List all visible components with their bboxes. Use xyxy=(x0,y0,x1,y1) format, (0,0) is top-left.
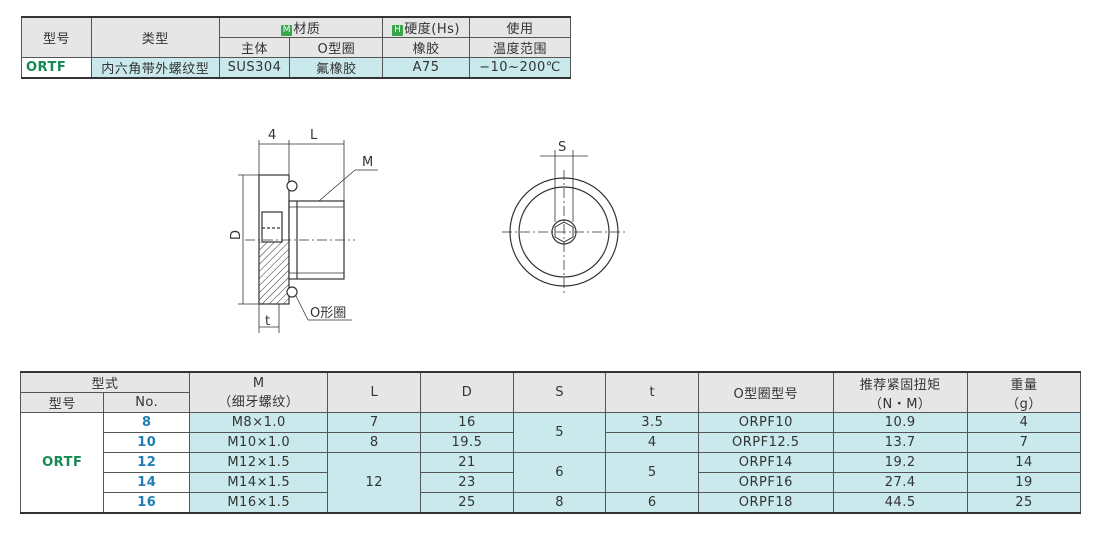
spec-model-cell: ORTF xyxy=(21,57,92,79)
header-form: 型式 xyxy=(19,371,191,393)
header-model: 型号 xyxy=(19,392,105,413)
header-torque-label: 推荐紧固扭矩 xyxy=(859,377,941,393)
spec-body-cell: SUS304 xyxy=(218,57,291,79)
spec-header-temp-1: 使用 xyxy=(469,16,571,38)
spec-header-hardness-label: 硬度(Hs) xyxy=(404,22,460,37)
technical-drawing: 4 L M D t O形圈 S xyxy=(229,128,626,333)
no-cell: 14 xyxy=(103,472,191,493)
spec-header-type: 类型 xyxy=(90,16,220,58)
oring-cell: ORPF18 xyxy=(698,492,834,514)
weight-cell: 14 xyxy=(966,452,1082,473)
l-cell: 12 xyxy=(327,452,422,514)
label-M: M xyxy=(362,155,373,170)
s-cell: 6 xyxy=(512,452,607,493)
spec-temp-cell: −10~200℃ xyxy=(469,57,571,79)
d-cell: 23 xyxy=(420,472,514,493)
label-D: D xyxy=(229,230,244,240)
weight-cell: 19 xyxy=(966,472,1082,493)
model-cell: ORTF xyxy=(19,412,105,514)
weight-cell: 7 xyxy=(966,432,1082,453)
spec-header-temp-2: 温度范围 xyxy=(469,37,571,58)
torque-cell: 44.5 xyxy=(832,492,968,514)
header-M-label: M xyxy=(252,375,265,391)
oring-cell: ORPF14 xyxy=(698,452,834,473)
spec-hardness-cell: A75 xyxy=(382,57,471,79)
header-S: S xyxy=(512,371,607,413)
m-cell: M8×1.0 xyxy=(189,412,329,433)
torque-cell: 19.2 xyxy=(832,452,968,473)
l-cell: 8 xyxy=(327,432,422,453)
torque-cell: 10.9 xyxy=(832,412,968,433)
header-M-sub: （细牙螺纹） xyxy=(218,394,300,410)
m-cell: M16×1.5 xyxy=(189,492,329,514)
d-cell: 19.5 xyxy=(420,432,514,453)
material-tag-icon: M xyxy=(281,25,293,36)
label-4: 4 xyxy=(268,128,276,143)
no-cell: 8 xyxy=(103,412,191,433)
spec-header-body: 主体 xyxy=(218,37,291,58)
m-cell: M10×1.0 xyxy=(189,432,329,453)
l-cell: 7 xyxy=(327,412,422,433)
header-torque-unit: （N・M） xyxy=(868,396,932,412)
m-cell: M12×1.5 xyxy=(189,452,329,473)
torque-cell: 27.4 xyxy=(832,472,968,493)
spec-header-oring: O型圈 xyxy=(289,37,384,58)
spec-header-material-label: 材质 xyxy=(293,22,321,37)
table-row: 16 M16×1.5 25 8 6 ORPF18 44.5 25 xyxy=(21,492,1082,514)
s-cell: 5 xyxy=(512,412,607,453)
d-cell: 25 xyxy=(420,492,514,514)
hardness-tag-icon: H xyxy=(392,25,404,36)
t-cell: 6 xyxy=(605,492,700,514)
header-oring: O型圈型号 xyxy=(698,371,834,413)
table-row: ORTF 8 M8×1.0 7 16 5 3.5 ORPF10 10.9 4 xyxy=(19,412,1082,514)
label-L: L xyxy=(310,128,318,143)
no-cell: 16 xyxy=(103,492,191,514)
t-cell: 3.5 xyxy=(605,412,700,433)
s-cell: 8 xyxy=(512,492,607,514)
table-row: 12 M12×1.5 12 21 6 5 ORPF14 19.2 14 xyxy=(21,452,1082,514)
front-view xyxy=(502,150,626,294)
t-cell: 5 xyxy=(605,452,700,493)
spec-oring-cell: 氟橡胶 xyxy=(289,57,384,79)
d-cell: 16 xyxy=(420,412,514,433)
header-weight-unit: （g） xyxy=(1006,396,1042,412)
header-weight: 重量 （g） xyxy=(966,371,1082,413)
m-cell: M14×1.5 xyxy=(189,472,329,493)
header-t: t xyxy=(605,371,700,413)
spec-header-model: 型号 xyxy=(21,16,92,58)
label-S: S xyxy=(558,140,566,155)
header-L: L xyxy=(327,371,422,413)
spec-type-cell: 内六角带外螺纹型 xyxy=(90,57,220,79)
oring-cell: ORPF12.5 xyxy=(698,432,834,453)
table-row: 14 M14×1.5 23 ORPF16 27.4 19 xyxy=(21,472,1082,493)
no-cell: 12 xyxy=(103,452,191,473)
t-cell: 4 xyxy=(605,432,700,453)
dimension-table: 型式 M （细牙螺纹） L D S t O型圈型号 推荐紧固扭矩 （N・M） 重量 （… xyxy=(19,371,1082,514)
header-D: D xyxy=(420,371,514,413)
oring-cell: ORPF16 xyxy=(698,472,834,493)
label-oring: O形圈 xyxy=(310,306,346,321)
header-weight-label: 重量 xyxy=(1010,377,1038,393)
no-cell: 10 xyxy=(103,432,191,453)
torque-cell: 13.7 xyxy=(832,432,968,453)
header-no: No. xyxy=(103,392,191,413)
d-cell: 21 xyxy=(420,452,514,473)
oring-cell: ORPF10 xyxy=(698,412,834,433)
side-view xyxy=(238,140,378,333)
spec-header-rubber: 橡胶 xyxy=(382,37,471,58)
header-torque: 推荐紧固扭矩 （N・M） xyxy=(832,371,968,413)
label-t: t xyxy=(265,314,270,329)
header-M: M （细牙螺纹） xyxy=(189,371,329,413)
weight-cell: 4 xyxy=(966,412,1082,433)
weight-cell: 25 xyxy=(966,492,1082,514)
